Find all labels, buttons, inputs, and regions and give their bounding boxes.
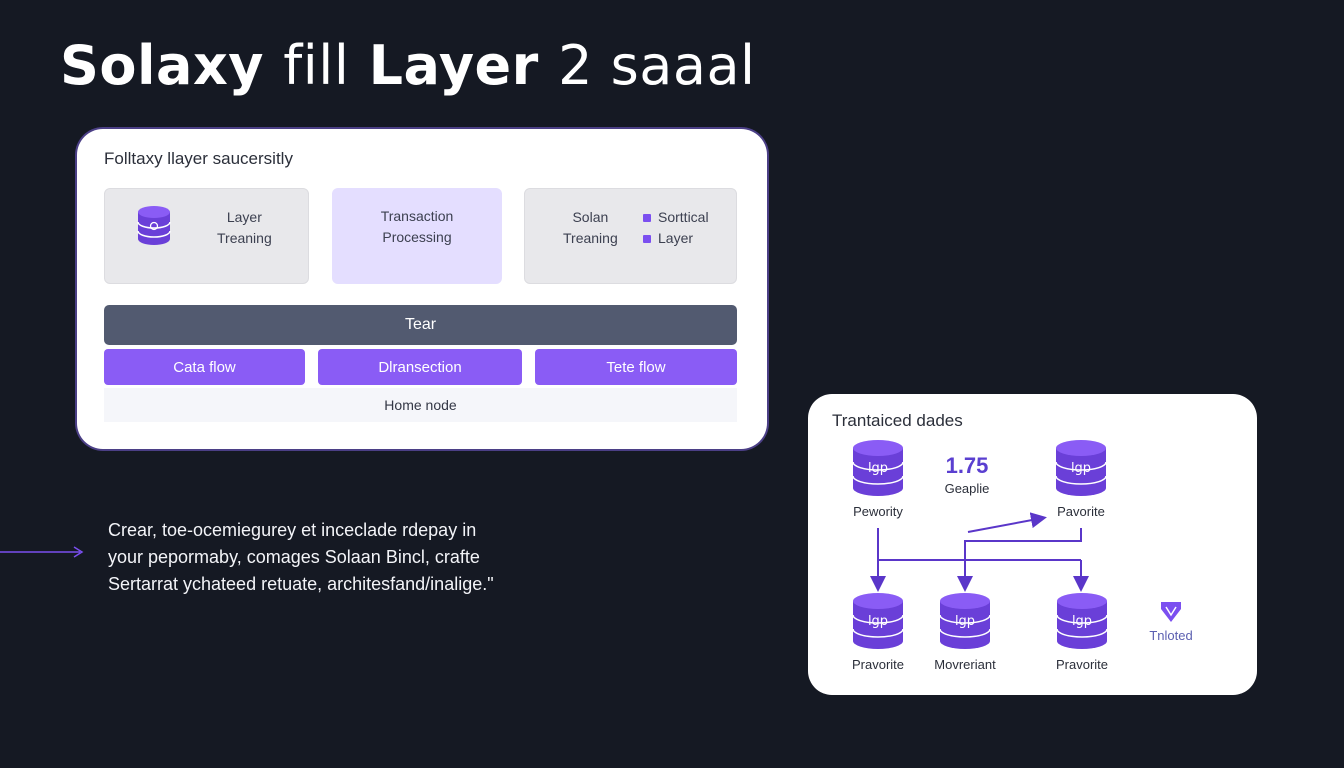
dlransection-button[interactable]: Dlransection bbox=[318, 349, 522, 385]
title-part-2: fill bbox=[283, 34, 350, 97]
database-icon: lgp bbox=[1056, 593, 1108, 649]
node-pavorite[interactable]: lgp Pavorite bbox=[1041, 440, 1121, 519]
description-paragraph: Crear, toe-ocemiegurey et inceclade rdep… bbox=[108, 517, 548, 598]
database-icon bbox=[137, 206, 171, 245]
metric-label: Geaplie bbox=[944, 481, 990, 496]
shield-icon bbox=[1161, 602, 1181, 622]
layer-treaning-text: Layer Treaning bbox=[217, 207, 272, 249]
legend-square-icon bbox=[643, 213, 651, 222]
node-label: Pewority bbox=[853, 504, 903, 519]
database-label: lgp bbox=[1071, 461, 1091, 476]
description-line: Crear, toe-ocemiegurey et inceclade rdep… bbox=[108, 520, 477, 540]
database-icon: lgp bbox=[939, 593, 991, 649]
tear-bar[interactable]: Tear bbox=[104, 305, 737, 345]
transaction-processing-card[interactable]: Transaction Processing bbox=[332, 188, 502, 284]
database-icon: lgp bbox=[1055, 440, 1107, 496]
node-pravorite-right[interactable]: lgp Pravorite bbox=[1042, 593, 1122, 672]
database-icon: lgp bbox=[852, 440, 904, 496]
node-pravorite-left[interactable]: lgp Pravorite bbox=[838, 593, 918, 672]
node-label: Movreriant bbox=[934, 657, 996, 672]
database-label: lgp bbox=[955, 614, 975, 629]
database-icon: lgp bbox=[852, 593, 904, 649]
metric-block: 1.75 Geaplie bbox=[932, 453, 1002, 496]
architecture-panel: Folltaxy llayer saucersitly Layer Treani… bbox=[77, 129, 767, 449]
card-3-line-1: Solan bbox=[572, 209, 609, 225]
legend-item: Sorttical bbox=[643, 207, 709, 228]
transaction-nodes-panel: Trantaiced dades lgp Pewority bbox=[808, 394, 1257, 695]
legend-label: Layer bbox=[658, 230, 694, 246]
cata-flow-button[interactable]: Cata flow bbox=[104, 349, 305, 385]
card-3-legend: Sorttical Layer bbox=[643, 207, 709, 249]
solan-treaning-card[interactable]: Solan Treaning Sorttical Layer bbox=[524, 188, 737, 284]
database-label: lgp bbox=[868, 614, 888, 629]
solan-treaning-text: Solan Treaning bbox=[563, 207, 618, 249]
connector-diagonal bbox=[967, 512, 1047, 533]
card-2-line-1: Transaction bbox=[380, 208, 454, 224]
node-pewority[interactable]: lgp Pewority bbox=[838, 440, 918, 519]
architecture-panel-heading: Folltaxy llayer saucersitly bbox=[104, 149, 293, 168]
node-label: Pravorite bbox=[851, 657, 905, 672]
legend-label: Sorttical bbox=[658, 209, 709, 225]
title-part-4: 2 saaal bbox=[558, 34, 756, 97]
transaction-nodes-heading: Trantaiced dades bbox=[832, 411, 963, 430]
card-1-line-2: Treaning bbox=[217, 230, 272, 246]
tnloted-label: Tnloted bbox=[1149, 628, 1193, 643]
layer-treaning-card[interactable]: Layer Treaning bbox=[104, 188, 309, 284]
card-3-line-2: Treaning bbox=[563, 230, 618, 246]
connector-middle bbox=[957, 528, 1082, 592]
arrow-right-icon bbox=[0, 546, 84, 558]
tete-flow-button[interactable]: Tete flow bbox=[535, 349, 737, 385]
title-part-1: Solaxy bbox=[60, 34, 264, 97]
page-title: Solaxy fill Layer 2 saaal bbox=[60, 34, 756, 97]
title-part-3: Layer bbox=[368, 34, 539, 97]
description-line: your pepormaby, comages Solaan Bincl, cr… bbox=[108, 547, 480, 567]
node-label: Pravorite bbox=[1055, 657, 1109, 672]
description-line: Sertarrat ychateed retuate, architesfand… bbox=[108, 574, 494, 594]
node-movreriant[interactable]: lgp Movreriant bbox=[925, 593, 1005, 672]
database-label: lgp bbox=[1072, 614, 1092, 629]
legend-square-icon bbox=[643, 234, 651, 243]
connector-lines bbox=[870, 512, 1089, 592]
node-label: Pavorite bbox=[1057, 504, 1105, 519]
database-label: lgp bbox=[868, 461, 888, 476]
card-1-line-1: Layer bbox=[226, 209, 262, 225]
legend-item: Layer bbox=[643, 228, 709, 249]
metric-value: 1.75 bbox=[945, 453, 989, 478]
home-node-bar[interactable]: Home node bbox=[104, 388, 737, 422]
tnloted-item[interactable]: Tnloted bbox=[1141, 600, 1201, 643]
card-2-line-2: Processing bbox=[382, 229, 452, 245]
transaction-processing-text: Transaction Processing bbox=[332, 206, 502, 248]
